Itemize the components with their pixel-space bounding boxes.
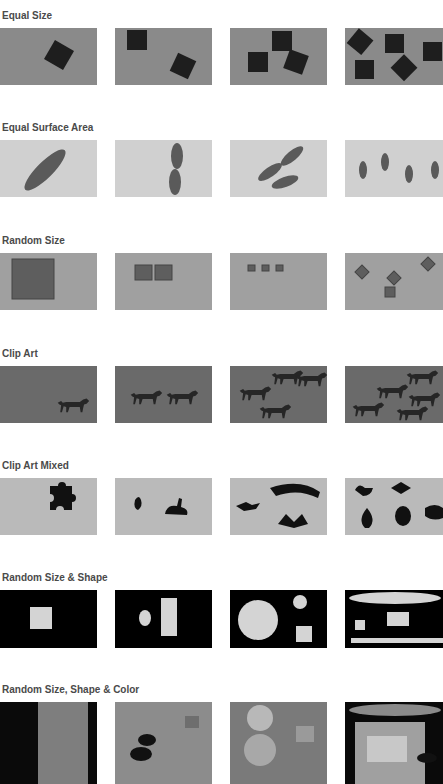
equal-size-row bbox=[0, 28, 443, 85]
row-heading: Clip Art Mixed bbox=[2, 460, 69, 472]
random-size-shape-row bbox=[0, 590, 443, 648]
clip-art-row bbox=[0, 366, 443, 423]
clip-art-mixed-row bbox=[0, 478, 443, 535]
row-heading: Clip Art bbox=[2, 348, 38, 360]
random-size-row bbox=[0, 253, 443, 310]
row-heading: Random Size & Shape bbox=[2, 572, 108, 584]
row-heading: Equal Surface Area bbox=[2, 122, 93, 134]
row-heading: Random Size, Shape & Color bbox=[2, 684, 139, 696]
row-heading: Random Size bbox=[2, 235, 65, 247]
random-size-shape-color-row bbox=[0, 702, 443, 784]
equal-area-row bbox=[0, 140, 443, 197]
row-heading: Equal Size bbox=[2, 10, 52, 22]
